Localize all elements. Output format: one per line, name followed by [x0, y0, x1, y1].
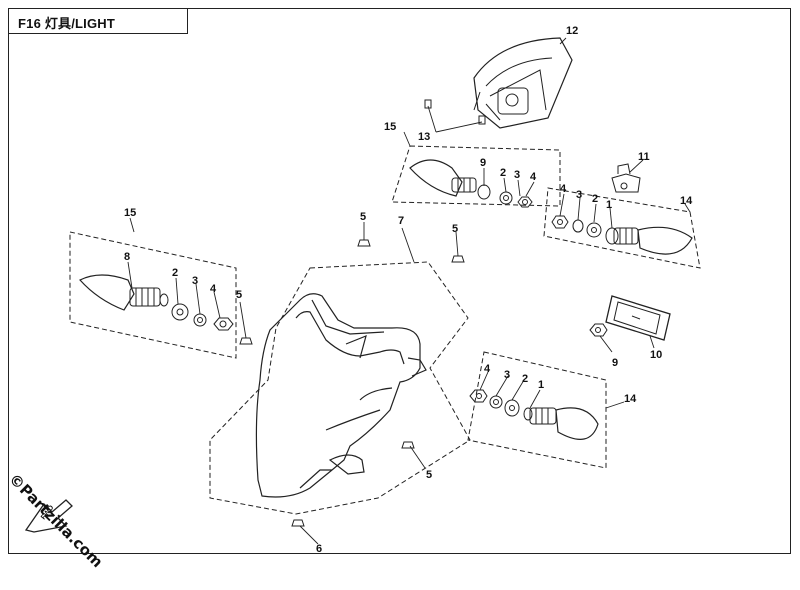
callout-3-upper: 3	[514, 169, 520, 181]
callout-4-left: 4	[210, 283, 217, 295]
callout-1-lower: 1	[538, 379, 544, 391]
callout-9-lower: 9	[612, 357, 618, 369]
callout-6: 6	[316, 543, 322, 555]
diagram-border	[8, 8, 791, 554]
callout-4-right: 4	[560, 183, 567, 195]
callout-1-right: 1	[606, 199, 612, 211]
callout-14-lower: 14	[624, 393, 637, 405]
group-box-headlight	[209, 261, 471, 515]
reflector-10	[605, 295, 671, 341]
right-signal-upper-parts	[551, 215, 693, 255]
screws-13	[424, 99, 486, 125]
callout-3-lower: 3	[504, 369, 510, 381]
callout-2-right: 2	[592, 193, 598, 205]
callout-8: 8	[124, 251, 130, 263]
callout-5-right: 5	[452, 223, 458, 235]
callout-15-left: 15	[124, 207, 136, 219]
callout-13: 13	[418, 131, 430, 143]
callout-4-lower: 4	[484, 363, 491, 375]
callout-3-left: 3	[192, 275, 198, 287]
callout-5-left: 5	[236, 289, 242, 301]
group-box-upper-signal	[391, 145, 561, 207]
leader-lines	[127, 37, 691, 545]
callouts: 12 13 15 9 2 3 4 11 14 4 3 2 1 15 8 2 3 …	[40, 25, 693, 555]
group-box-right-signal-lower	[467, 351, 607, 469]
group-box-left-signal	[69, 231, 237, 359]
right-signal-lower-parts	[469, 389, 599, 440]
fwd-arrow-icon	[24, 499, 73, 533]
callout-14-upper: 14	[680, 195, 693, 207]
title-box	[8, 8, 188, 34]
diagram-title: F16 灯具/LIGHT	[18, 16, 116, 31]
callout-15-upper: 15	[384, 121, 396, 133]
callout-2-lower: 2	[522, 373, 528, 385]
callout-11: 11	[638, 151, 650, 163]
headlight-assembly	[255, 293, 427, 498]
parts-diagram: F16 灯具/LIGHT	[5, 8, 791, 571]
callout-12: 12	[566, 25, 578, 37]
bracket-11	[611, 163, 641, 193]
left-signal-parts	[79, 274, 234, 331]
exploded-view: 12 13 15 9 2 3 4 11 14 4 3 2 1 15 8 2 3 …	[24, 25, 701, 555]
callout-2-upper: 2	[500, 167, 506, 179]
callout-10: 10	[650, 349, 662, 361]
callout-3-right: 3	[576, 189, 582, 201]
tail-light	[473, 37, 573, 129]
callout-5-bottom: 5	[426, 469, 432, 481]
callout-7: 7	[398, 215, 404, 227]
callout-4-upper: 4	[530, 171, 537, 183]
callout-2-left: 2	[172, 267, 178, 279]
screws-5	[239, 239, 465, 449]
screw-6	[291, 519, 305, 527]
callout-9-upper: 9	[480, 157, 486, 169]
group-outlines	[69, 145, 701, 515]
group-box-right-signal-upper	[543, 187, 701, 269]
callout-5-top: 5	[360, 211, 366, 223]
nut-9-lower	[589, 323, 608, 337]
upper-signal-parts	[409, 159, 533, 208]
